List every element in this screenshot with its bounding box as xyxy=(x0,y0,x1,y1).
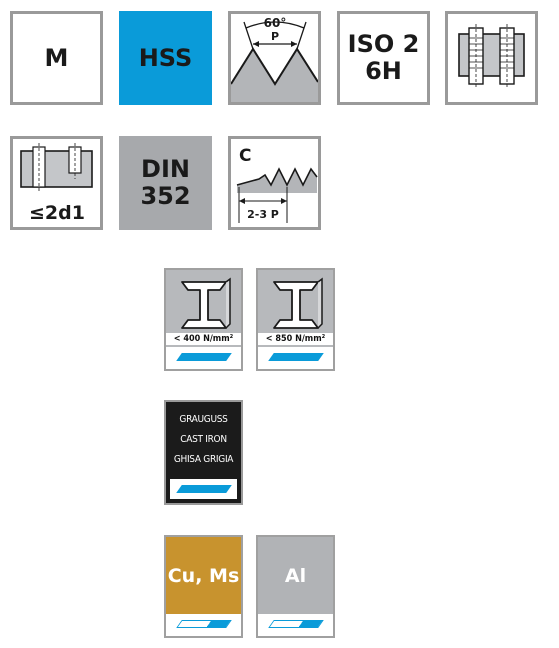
thread-profile-tile: 60° P xyxy=(228,11,321,105)
cast-line1: GRAUGUSS xyxy=(179,414,228,425)
thread-type-label: M xyxy=(44,43,69,72)
chamfer-tile: C 2-3 P xyxy=(228,136,321,230)
steel-beam-icon xyxy=(180,277,231,329)
steel-400-label: < 400 N/mm² xyxy=(166,333,241,345)
suitability-bar xyxy=(166,345,241,369)
steel-400-tile: < 400 N/mm² xyxy=(164,268,243,371)
suitability-partial-icon xyxy=(175,620,232,628)
material-hss-tile: HSS xyxy=(119,11,212,105)
standard-line2: 352 xyxy=(140,182,191,210)
depth-label: ≤2d1 xyxy=(29,202,85,224)
pitch-label: P xyxy=(271,30,279,43)
tolerance-line2: 6H xyxy=(365,57,402,85)
depth-tile: ≤2d1 xyxy=(10,136,103,230)
thread-type-tile: M xyxy=(10,11,103,105)
steel-850-label: < 850 N/mm² xyxy=(258,333,333,345)
tolerance-tile: ISO 2 6H xyxy=(337,11,430,105)
suitability-bar xyxy=(170,479,237,499)
cast-iron-tile: GRAUGUSS CAST IRON GHISA GRIGIA xyxy=(164,400,243,505)
tolerance-line1: ISO 2 xyxy=(347,30,420,58)
cast-line3: GHISA GRIGIA xyxy=(173,454,234,465)
suitability-bar xyxy=(258,345,333,369)
copper-label: Cu, Ms xyxy=(166,537,241,614)
material-label: HSS xyxy=(138,43,193,72)
chamfer-form-label: C xyxy=(239,146,251,166)
suitability-partial-icon xyxy=(267,620,324,628)
angle-label: 60° xyxy=(264,16,287,30)
standard-line1: DIN xyxy=(141,155,190,183)
thread-profile-icon: 60° P xyxy=(231,16,318,102)
suitability-full-icon xyxy=(175,353,232,361)
suitability-bar xyxy=(258,612,333,636)
chamfer-length-label: 2-3 P xyxy=(247,208,279,221)
cast-line2: CAST IRON xyxy=(180,434,227,445)
copper-brass-tile: Cu, Ms xyxy=(164,535,243,638)
aluminium-label: Al xyxy=(258,537,333,614)
blind-hole-depth-icon: ≤2d1 xyxy=(20,143,93,224)
suitability-full-icon xyxy=(267,353,324,361)
standard-tile: DIN 352 xyxy=(119,136,212,230)
hole-type-tile xyxy=(445,11,538,105)
aluminium-tile: Al xyxy=(256,535,335,638)
suitability-full-icon xyxy=(175,485,232,493)
steel-beam-icon xyxy=(272,277,323,329)
suitability-bar xyxy=(166,612,241,636)
through-hole-icon xyxy=(458,24,525,88)
chamfer-icon: C 2-3 P xyxy=(236,146,318,223)
steel-850-tile: < 850 N/mm² xyxy=(256,268,335,371)
